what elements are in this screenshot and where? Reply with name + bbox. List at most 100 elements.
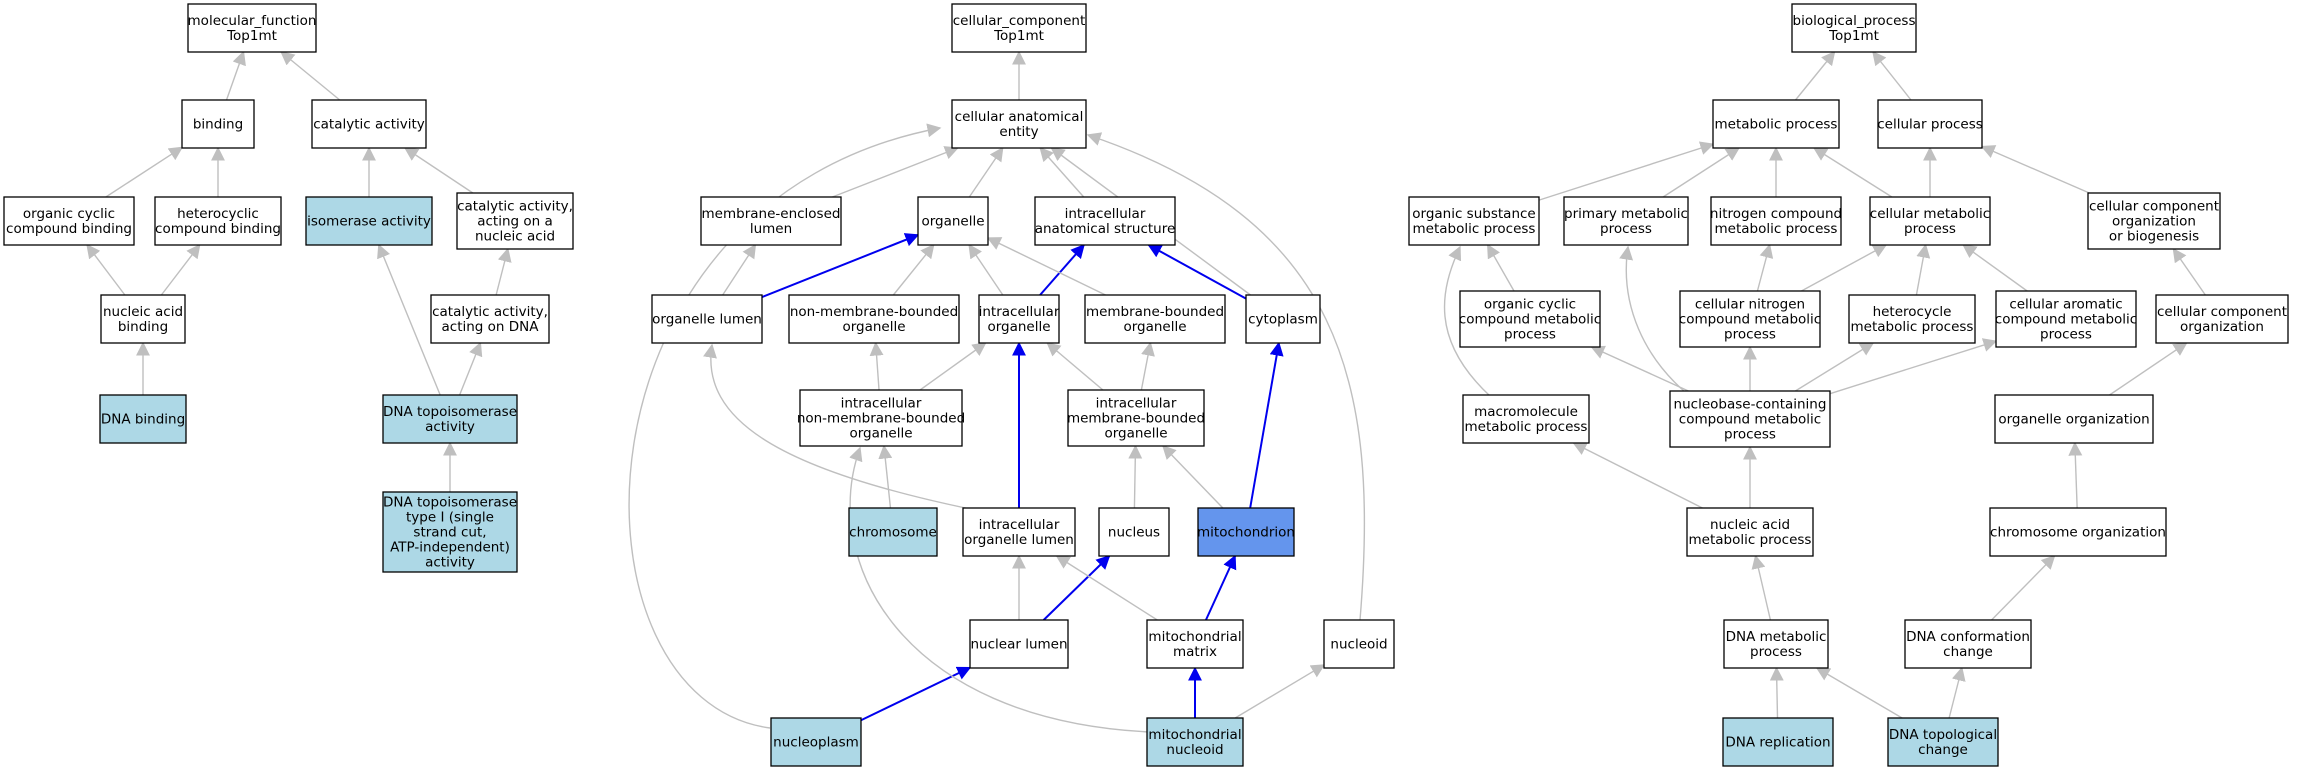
- edge-np-to-nl: [860, 666, 972, 722]
- node-label-line: heterocyclic: [177, 206, 259, 222]
- node-oo[interactable]: organelle organization: [1994, 394, 2154, 444]
- node-label-line: nucleoid: [1330, 637, 1387, 653]
- node-cp[interactable]: cellular process: [1877, 99, 1983, 149]
- edge-orgl-to-org: [761, 233, 920, 299]
- node-box: [651, 294, 763, 344]
- node-nuc[interactable]: nucleus: [1098, 507, 1170, 557]
- node-label-line: acting on DNA: [442, 319, 540, 335]
- node-box: [1877, 99, 1983, 149]
- node-chrom[interactable]: chromosome: [848, 507, 938, 557]
- node-co[interactable]: chromosome organization: [1989, 507, 2167, 557]
- edge-co-to-oo: [2068, 441, 2083, 509]
- node-label-line: cellular aromatic: [2009, 297, 2122, 313]
- node-label-line: organic substance: [1412, 206, 1535, 222]
- node-box: [1679, 290, 1821, 348]
- node-label-line: nucleic acid: [475, 229, 555, 245]
- node-cat[interactable]: catalytic activity: [311, 99, 427, 149]
- node-dnab[interactable]: DNA binding: [99, 394, 187, 444]
- edge-occmp-to-osmp: [1487, 243, 1515, 292]
- node-label-line: binding: [118, 319, 168, 335]
- node-drep[interactable]: DNA replication: [1722, 717, 1834, 767]
- node-catdna[interactable]: catalytic activity,acting on DNA: [430, 294, 550, 344]
- edge-catdna-to-catna: [495, 247, 512, 296]
- edge-inmbo-to-nmbo: [869, 341, 884, 391]
- edge-dcc-to-co: [1991, 555, 2056, 621]
- edge-nab-to-ocb: [86, 243, 126, 296]
- node-label-line: DNA binding: [101, 412, 185, 428]
- node-np[interactable]: nucleoplasm: [770, 717, 862, 767]
- node-label-line: nucleoplasm: [773, 735, 859, 751]
- node-org[interactable]: organelle: [917, 196, 989, 246]
- edge-io-to-org: [968, 243, 1004, 296]
- node-label-line: cellular_component: [953, 13, 1085, 29]
- node-iso[interactable]: isomerase activity: [305, 196, 433, 246]
- node-box: [1989, 507, 2167, 557]
- node-orgl[interactable]: organelle lumen: [651, 294, 763, 344]
- node-box: [1722, 717, 1834, 767]
- node-label-line: organelle: [849, 426, 912, 442]
- node-mp[interactable]: metabolic process: [1712, 99, 1840, 149]
- node-label-line: or biogenesis: [2109, 229, 2199, 245]
- node-binding[interactable]: binding: [181, 99, 255, 149]
- node-box: [1887, 717, 1999, 767]
- edge-cmp-to-mp: [1812, 147, 1893, 198]
- node-label-line: Top1mt: [993, 28, 1044, 44]
- node-label-line: mitochondrion: [1197, 525, 1295, 541]
- node-mito[interactable]: mitochondrion: [1197, 507, 1295, 557]
- node-nl[interactable]: nuclear lumen: [969, 619, 1069, 669]
- node-label-line: Top1mt: [226, 28, 277, 44]
- node-box: [1146, 619, 1244, 669]
- node-box: [1848, 294, 1976, 344]
- node-label-line: cytoplasm: [1248, 312, 1318, 328]
- node-cyto[interactable]: cytoplasm: [1245, 294, 1321, 344]
- node-box: [382, 491, 518, 573]
- node-box: [1197, 507, 1295, 557]
- node-inmbo[interactable]: intracellularnon-membrane-boundedorganel…: [797, 389, 965, 447]
- node-nucleoid[interactable]: nucleoid: [1323, 619, 1395, 669]
- edge-nuc-to-imbo: [1128, 444, 1143, 509]
- edge-chrom-to-inmbo: [878, 444, 893, 509]
- edge-dmp-to-namp: [1751, 554, 1772, 621]
- node-label-line: primary metabolic: [1564, 206, 1688, 222]
- edge-mbo-to-org: [986, 237, 1106, 296]
- edge-mmp-to-osmp: [1443, 245, 1491, 397]
- edge-cp-to-bp: [1872, 50, 1912, 101]
- node-label-line: metabolic process: [1715, 221, 1838, 237]
- node-label-line: mitochondrial: [1148, 629, 1241, 645]
